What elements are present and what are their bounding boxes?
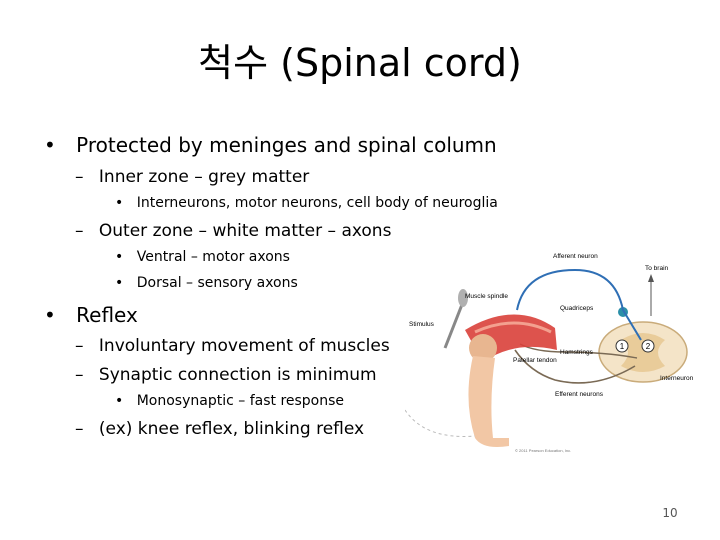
bullet-text: Interneurons, motor neurons, cell body o… bbox=[136, 195, 498, 211]
efferent-neuron-path-2 bbox=[519, 343, 638, 359]
synapse-label-2: 2 bbox=[646, 342, 651, 351]
efferent-neuron-path bbox=[514, 349, 636, 384]
bullet-marker: – bbox=[75, 336, 84, 356]
label-muscle-spindle: Muscle spindle bbox=[465, 293, 508, 300]
bullet-text: Ventral – motor axons bbox=[136, 249, 290, 265]
bullet-text: Dorsal – sensory axons bbox=[136, 275, 298, 291]
bullet-text: Synaptic connection is minimum bbox=[98, 365, 377, 385]
label-interneuron: Interneuron bbox=[660, 375, 694, 382]
bullet-reflex: • Reflex bbox=[44, 303, 138, 327]
bullet-marker: – bbox=[75, 167, 84, 187]
bullet-marker: • bbox=[115, 249, 124, 265]
bullet-marker: – bbox=[75, 365, 84, 385]
afferent-neuron-path bbox=[516, 268, 642, 341]
bullet-interneurons: • Interneurons, motor neurons, cell body… bbox=[115, 195, 498, 211]
bullet-marker: • bbox=[44, 133, 56, 157]
knee-reflex-diagram: 1 2 Afferent neuron To brain Muscle spin… bbox=[405, 253, 694, 453]
bullet-text: Protected by meninges and spinal column bbox=[76, 133, 497, 157]
bullet-outer-zone: – Outer zone – white matter – axons bbox=[75, 221, 391, 241]
bullet-dorsal: • Dorsal – sensory axons bbox=[115, 275, 298, 291]
bullet-text: (ex) knee reflex, blinking reflex bbox=[98, 419, 365, 439]
lower-leg bbox=[468, 334, 509, 447]
bullet-ventral: • Ventral – motor axons bbox=[115, 249, 290, 265]
bullet-marker: • bbox=[115, 195, 124, 211]
bullet-marker: – bbox=[75, 221, 84, 241]
bullet-involuntary: – Involuntary movement of muscles bbox=[75, 336, 390, 356]
bullet-text: Monosynaptic – fast response bbox=[136, 393, 345, 409]
bullet-synaptic: – Synaptic connection is minimum bbox=[75, 365, 377, 385]
spinal-cord-section bbox=[598, 307, 688, 383]
label-patellar-tendon: Patellar tendon bbox=[513, 357, 557, 364]
reflex-hammer-icon bbox=[443, 289, 468, 349]
label-stimulus: Stimulus bbox=[409, 321, 435, 328]
label-quadriceps: Quadriceps bbox=[560, 305, 594, 312]
bullet-marker: – bbox=[75, 419, 84, 439]
bullet-marker: • bbox=[115, 275, 124, 291]
label-to-brain: To brain bbox=[645, 265, 669, 272]
bullet-marker: • bbox=[115, 393, 124, 409]
slide-title: 척수 (Spinal cord) bbox=[198, 41, 522, 85]
to-brain-arrow bbox=[648, 274, 654, 316]
bullet-text: Inner zone – grey matter bbox=[98, 167, 310, 187]
label-efferent: Efferent neurons bbox=[555, 391, 604, 398]
label-hamstrings: Hamstrings bbox=[560, 349, 594, 356]
bullet-text: Outer zone – white matter – axons bbox=[98, 221, 392, 241]
synapse-label-1: 1 bbox=[620, 342, 625, 351]
bullet-monosynaptic: • Monosynaptic – fast response bbox=[115, 393, 344, 409]
movement-arc bbox=[405, 409, 476, 437]
label-afferent: Afferent neuron bbox=[553, 253, 598, 260]
bullet-text: Involuntary movement of muscles bbox=[98, 336, 390, 356]
bullet-marker: • bbox=[44, 303, 56, 327]
page-number: 10 bbox=[662, 506, 678, 520]
bullet-example: – (ex) knee reflex, blinking reflex bbox=[75, 419, 364, 439]
bullet-inner-zone: – Inner zone – grey matter bbox=[75, 167, 309, 187]
label-copyright: © 2011 Pearson Education, Inc. bbox=[515, 448, 571, 453]
bullet-meninges: • Protected by meninges and spinal colum… bbox=[44, 133, 497, 157]
bullet-text: Reflex bbox=[76, 303, 138, 327]
